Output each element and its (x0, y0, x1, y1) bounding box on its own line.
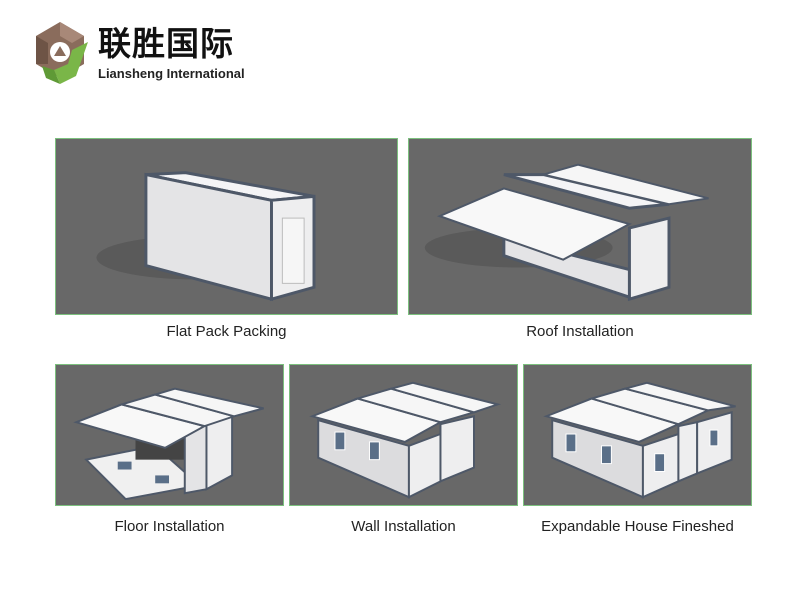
folded-container-icon (96, 171, 316, 302)
step-caption: Floor Installation (114, 518, 225, 535)
step-image-floor (55, 364, 284, 506)
step-image-finished (523, 364, 752, 506)
brand-logo: 联胜国际 Liansheng International (28, 20, 258, 88)
step-caption: Expandable House Fineshed (541, 518, 734, 535)
liansheng-logo-icon (36, 22, 88, 84)
floor-unfolded-icon (73, 387, 264, 501)
step-image-wall (289, 364, 518, 506)
step-caption: Wall Installation (351, 518, 456, 535)
step-caption: Flat Pack Packing (166, 323, 287, 340)
walls-installed-icon (309, 381, 502, 499)
brand-name-english: Liansheng International (98, 66, 245, 81)
step-image-roof (408, 138, 752, 315)
step-image-flat-pack (55, 138, 398, 315)
finished-house-icon (543, 381, 736, 499)
step-caption: Roof Installation (526, 323, 634, 340)
brand-name-chinese: 联胜国际 (98, 24, 234, 63)
roof-unfolded-icon (424, 163, 709, 302)
